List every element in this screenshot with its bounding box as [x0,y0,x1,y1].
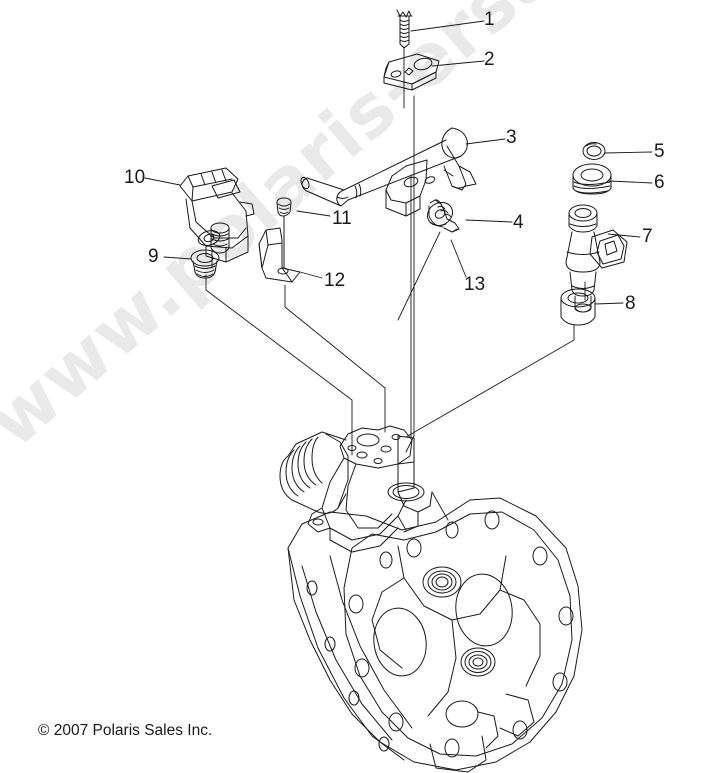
callout-label-7: 7 [642,226,653,247]
callout-label-2: 2 [484,49,495,70]
part-2-mounting-bracket [383,53,440,91]
part-3-fuel-rail [300,127,477,217]
callout-label-12: 12 [324,270,346,291]
manifold-to-head-connectors [397,491,449,531]
callout-label-5: 5 [654,141,665,162]
part-8-injector-grommet [560,288,596,326]
callout-label-4: 4 [513,212,524,233]
callout-label-6: 6 [654,172,665,193]
part-1-screw [396,9,413,49]
assembly-routing-lines [205,46,586,456]
callout-label-3: 3 [506,127,517,148]
part-11-small-screw [276,197,292,225]
part-13-washer [426,201,454,228]
part-12-cable-bracket [258,223,301,283]
copyright-notice: © 2007 Polaris Sales Inc. [38,722,213,739]
intake-boot [279,431,349,514]
callout-label-9: 9 [148,246,159,267]
part-5-o-ring [582,142,606,160]
callout-label-11: 11 [332,208,352,229]
callout-label-13: 13 [464,274,486,295]
intake-manifold [307,425,433,553]
part-10-throttle-position-sensor [179,167,255,263]
part-7-fuel-injector [565,204,628,313]
callout-label-8: 8 [625,293,636,314]
part-9-threaded-plug [190,249,220,279]
callout-label-10: 10 [124,167,146,188]
cylinder-head [287,497,583,773]
part-6-seal-bushing [572,163,612,195]
leader-lines [144,20,653,305]
callout-label-1: 1 [484,9,495,30]
